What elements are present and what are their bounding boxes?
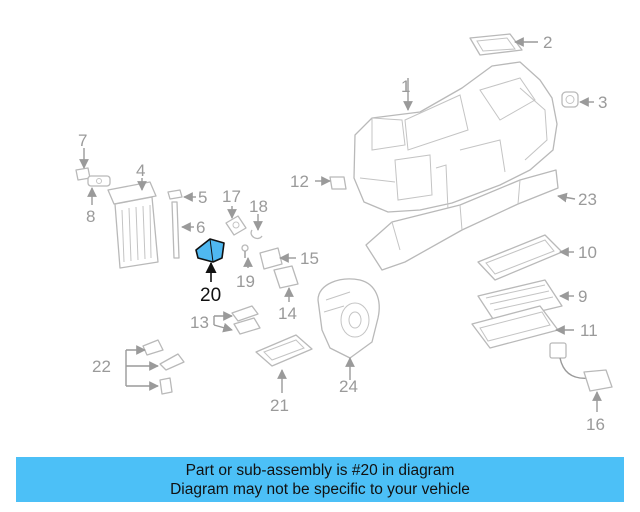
parts-diagram: 2 1 3 4 5 6 7 8 9 10 11 12 13 14 15 16 1… — [75, 33, 613, 434]
callout-17: 17 — [222, 187, 241, 206]
part-18-clip — [250, 229, 263, 240]
part-6-rod — [171, 201, 180, 259]
part-22-fasteners — [142, 339, 185, 395]
callout-20-highlighted: 20 — [200, 285, 221, 306]
part-19-pin — [241, 244, 249, 258]
part-24-blower-motor — [317, 278, 380, 359]
callout-11: 11 — [580, 321, 598, 340]
part-17-sensor — [225, 215, 247, 236]
part-4-heater-core — [107, 181, 159, 269]
callout-15: 15 — [300, 249, 319, 268]
callout-21: 21 — [270, 396, 289, 415]
part-8-seal — [87, 175, 111, 187]
part-9-filter — [477, 279, 563, 323]
part-2-gasket — [469, 33, 523, 56]
callout-22: 22 — [92, 357, 111, 376]
part-10-filter-frame — [477, 234, 563, 281]
callout-18: 18 — [249, 197, 268, 216]
callout-7: 7 — [78, 131, 87, 150]
callout-23: 23 — [578, 190, 597, 209]
callout-6: 6 — [196, 218, 205, 237]
callout-19: 19 — [236, 272, 255, 291]
callout-2: 2 — [543, 33, 552, 52]
part-14-pad — [273, 265, 299, 289]
callout-8: 8 — [86, 207, 95, 226]
callout-14: 14 — [278, 304, 297, 323]
callout-12: 12 — [290, 172, 309, 191]
callout-5: 5 — [198, 188, 207, 207]
callout-16: 16 — [586, 415, 605, 434]
part-5-clip — [167, 189, 183, 200]
part-3-bushing — [561, 91, 579, 108]
callout-13: 13 — [190, 313, 209, 332]
part-1-hvac-housing — [353, 61, 558, 213]
banner-line-2: Diagram may not be specific to your vehi… — [170, 481, 470, 498]
callout-1: 1 — [401, 77, 410, 96]
leader-lines — [79, 37, 602, 412]
callout-24: 24 — [339, 377, 358, 396]
callout-9: 9 — [578, 287, 587, 306]
callout-4: 4 — [136, 161, 145, 180]
callout-10: 10 — [578, 243, 597, 262]
part-21-tray — [255, 334, 313, 367]
part-16-wiring — [549, 342, 613, 392]
part-13-brackets — [231, 305, 261, 335]
part-11-filter — [471, 305, 559, 349]
banner-line-1: Part or sub-assembly is #20 in diagram — [185, 462, 455, 479]
info-banner: Part or sub-assembly is #20 in diagram D… — [16, 457, 624, 502]
part-23-duct — [365, 169, 559, 271]
part-12-screw — [329, 176, 347, 190]
part-15-bracket — [259, 247, 283, 270]
callout-3: 3 — [598, 93, 607, 112]
